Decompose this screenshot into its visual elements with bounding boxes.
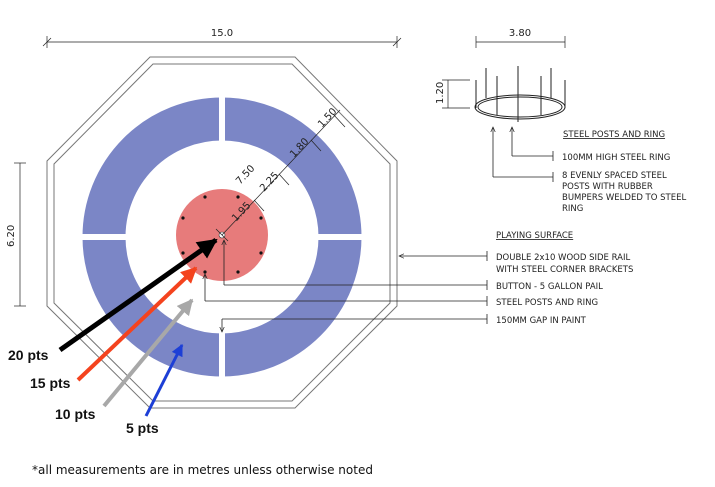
radial-dimension — [215, 109, 346, 242]
detail-width-dimension — [475, 36, 566, 48]
annotation-rail-1: DOUBLE 2x10 WOOD SIDE RAIL — [496, 253, 630, 263]
detail-label-posts-4: RING — [562, 204, 583, 214]
dim-ring-detail-width: 3.80 — [509, 28, 531, 39]
playing-surface-title: PLAYING SURFACE — [496, 231, 573, 241]
annotation-leaders — [205, 240, 488, 332]
dim-inner-radius: 2.25 — [258, 170, 281, 194]
score-15-label: 15 pts — [30, 375, 71, 391]
arrow-20-pts — [58, 237, 218, 353]
detail-height-dimension — [442, 79, 470, 109]
detail-title: STEEL POSTS AND RING — [563, 130, 665, 140]
annotation-button: BUTTON - 5 GALLON PAIL — [496, 282, 603, 292]
dim-rail-offset: 1.50 — [316, 106, 339, 130]
annotation-posts: STEEL POSTS AND RING — [496, 298, 598, 308]
detail-label-posts-2: POSTS WITH RUBBER — [562, 182, 653, 192]
detail-leaders — [493, 127, 554, 182]
annotation-rail-2: WITH STEEL CORNER BRACKETS — [496, 265, 633, 275]
octagon-rail-inner — [53, 63, 391, 402]
detail-label-ring: 100MM HIGH STEEL RING — [562, 153, 670, 163]
arrow-15-pts — [76, 266, 198, 382]
score-20-label: 20 pts — [8, 347, 49, 363]
detail-label-posts-3: BUMPERS WELDED TO STEEL — [562, 193, 686, 203]
dim-ring-detail-height: 1.20 — [435, 82, 446, 104]
height-dimension — [14, 162, 26, 307]
arrow-5-pts — [144, 343, 184, 417]
octagon-rail-outer — [46, 56, 398, 409]
score-10-label: 10 pts — [55, 406, 96, 422]
ring-detail-drawing — [474, 66, 566, 122]
detail-label-posts-1: 8 EVENLY SPACED STEEL — [562, 171, 667, 181]
steel-post-markers — [181, 195, 263, 274]
dim-overall-width: 15.0 — [211, 28, 233, 39]
footnote: *all measurements are in metres unless o… — [32, 463, 373, 477]
width-dimension — [42, 36, 402, 48]
dim-overall-height: 6.20 — [6, 225, 17, 247]
dim-outer-radius: 7.50 — [234, 163, 257, 187]
annotation-gap: 150MM GAP IN PAINT — [496, 316, 587, 326]
arrow-10-pts — [102, 298, 194, 408]
score-5-label: 5 pts — [126, 420, 159, 436]
